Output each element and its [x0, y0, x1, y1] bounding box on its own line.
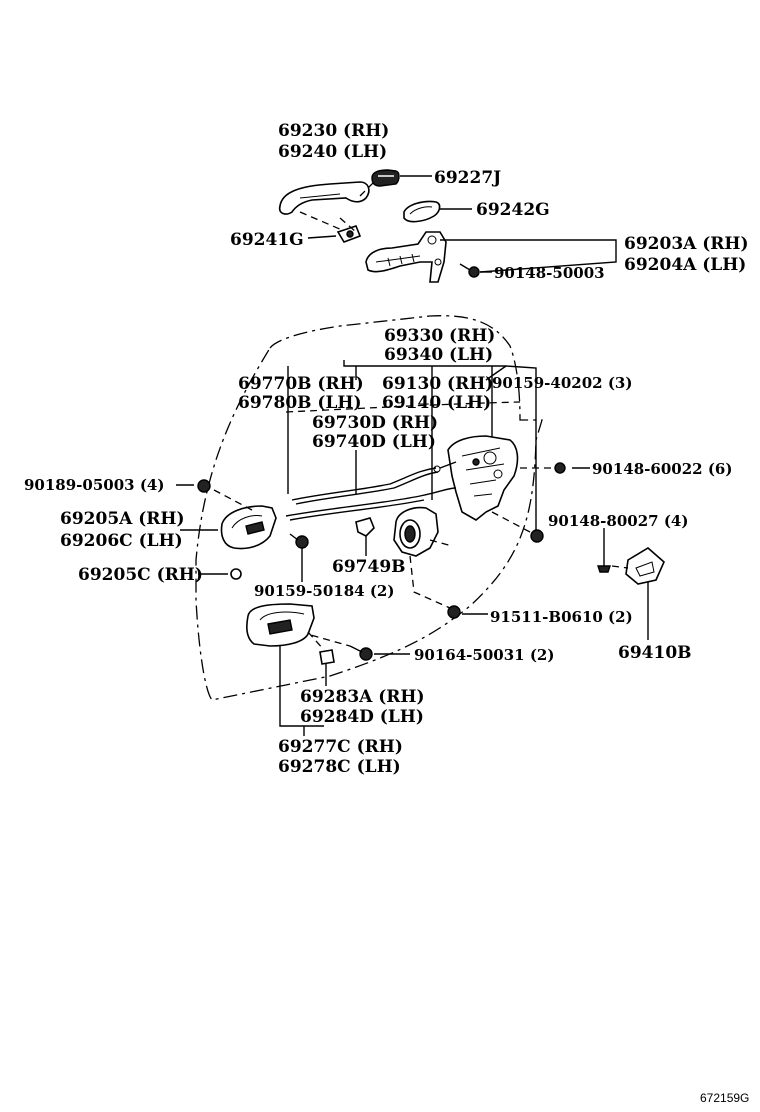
label-90148-80027: 90148-80027 (4): [548, 512, 688, 530]
label-69241G: 69241G: [230, 230, 304, 250]
label-69140: 69140 (LH): [382, 393, 491, 413]
label-69770B: 69770B (RH): [238, 374, 364, 394]
label-90159-40202: 90159-40202 (3): [492, 374, 632, 392]
labels: 69230 (RH) 69240 (LH) 69227J 69242G 6924…: [24, 121, 749, 1105]
cable-icon: [291, 467, 437, 501]
label-69240: 69240 (LH): [278, 142, 387, 162]
label-69230: 69230 (RH): [278, 121, 389, 141]
leader-lines: [176, 360, 649, 736]
label-69205A: 69205A (RH): [60, 509, 185, 529]
gasket-icon: [403, 200, 441, 223]
label-69284D: 69284D (LH): [300, 707, 424, 727]
label-69203A: 69203A (RH): [624, 234, 749, 254]
handle-bezel-icon: [246, 603, 335, 665]
label-69410B: 69410B: [618, 643, 692, 663]
label-90148-60022: 90148-60022 (6): [592, 460, 732, 478]
outside-handle-group: [278, 169, 617, 283]
label-69242G: 69242G: [476, 200, 550, 220]
label-69330: 69330 (RH): [384, 326, 495, 346]
handle-frame-icon: [365, 231, 447, 283]
label-69227J: 69227J: [434, 168, 501, 188]
label-90189-05003: 90189-05003 (4): [24, 476, 164, 494]
label-69278C: 69278C (LH): [278, 757, 401, 777]
handle-cap-icon: [371, 169, 400, 187]
door-outline: [195, 315, 543, 701]
label-91511-B0610: 91511-B0610 (2): [490, 608, 633, 626]
label-69204A: 69204A (LH): [624, 255, 746, 275]
label-69749B: 69749B: [332, 557, 406, 577]
label-90159-50184: 90159-50184 (2): [254, 582, 394, 600]
outside-handle-icon: [278, 181, 370, 215]
label-69740D: 69740D (LH): [312, 432, 436, 452]
label-69277C: 69277C (RH): [278, 737, 403, 757]
striker-icon: [597, 528, 665, 585]
label-69205C: 69205C (RH): [78, 565, 203, 585]
label-69780B: 69780B (LH): [238, 393, 362, 413]
door-lock-icon: [447, 435, 519, 521]
label-69283A: 69283A (RH): [300, 687, 425, 707]
figure-code: 672159G: [700, 1091, 749, 1105]
label-69730D: 69730D (RH): [312, 413, 438, 433]
door-lock-assembly: [197, 435, 566, 661]
clip-icon: [355, 517, 375, 537]
label-69130: 69130 (RH): [382, 374, 493, 394]
label-90148-50003: 90148-50003: [494, 264, 605, 282]
bolt-icon: [459, 263, 480, 278]
label-90164-50031: 90164-50031 (2): [414, 646, 554, 664]
label-69340: 69340 (LH): [384, 345, 493, 365]
label-69206C: 69206C (LH): [60, 531, 183, 551]
